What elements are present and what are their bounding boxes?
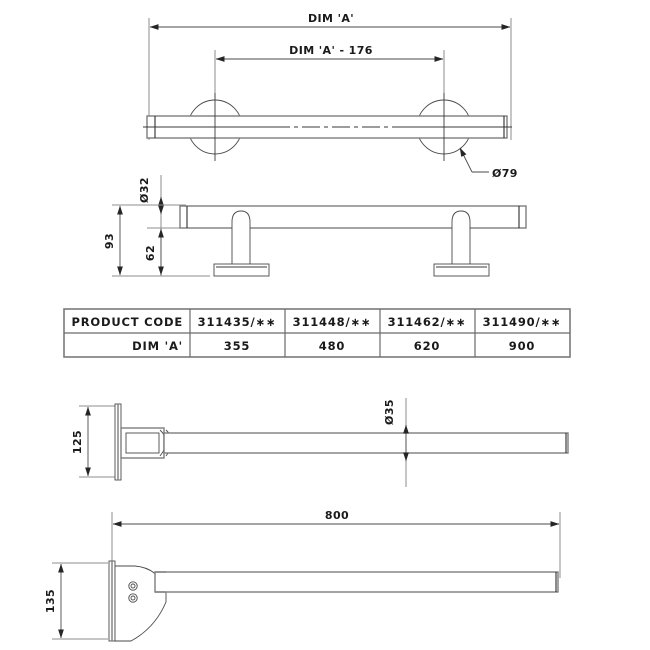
bracket-section-view-group: 125 Ø35 [71, 398, 569, 487]
dim-text-bg-800 [318, 507, 356, 522]
support-post-left [231, 210, 251, 271]
table-cell-code-1: 311435/∗∗ [198, 315, 277, 329]
table-cell-code-3: 311462/∗∗ [388, 315, 467, 329]
support-base-left [213, 263, 270, 277]
table-cell-code-4: 311490/∗∗ [483, 315, 562, 329]
dim-label-height-125: 125 [71, 430, 84, 454]
bracket-gusset-profile [114, 565, 167, 642]
screw-hole-upper-outer [128, 581, 138, 591]
screw-hole-lower-outer [128, 593, 138, 603]
support-base-right [433, 263, 490, 277]
table-cell-dim-1: 355 [224, 339, 250, 353]
plan-view-group: DIM 'A' DIM 'A' - 176 Ø79 [143, 10, 518, 180]
leader-line-flange-dia [459, 147, 473, 173]
dim-label-overall: DIM 'A' [308, 12, 354, 25]
table-row-header-dim-a: DIM 'A' [132, 339, 183, 353]
dim-label-inner: DIM 'A' - 176 [289, 44, 373, 57]
rail-body-section [163, 432, 569, 454]
table-cell-code-2: 311448/∗∗ [293, 315, 372, 329]
table-cell-dim-2: 480 [319, 339, 345, 353]
dim-label-height-135: 135 [44, 589, 57, 613]
support-post-right [451, 210, 471, 271]
elevation-view-group: Ø32 93 62 [103, 175, 527, 277]
bracket-cup-inner [125, 432, 160, 454]
dim-label-flange-dia: Ø79 [492, 167, 518, 180]
dim-text-bg-inner [275, 42, 387, 57]
screw-hole-upper-inner [130, 583, 136, 589]
table-cell-dim-3: 620 [414, 339, 440, 353]
dim-label-rail-dia-35: Ø35 [383, 399, 396, 425]
dim-label-length-800: 800 [325, 509, 349, 522]
rail-body-bracket-elevation [154, 571, 559, 593]
dim-label-rail-dia: Ø32 [138, 177, 151, 203]
bracket-elevation-view-group: 800 135 [44, 507, 561, 642]
table-cell-dim-4: 900 [509, 339, 535, 353]
product-code-table: PRODUCT CODE 311435/∗∗ 311448/∗∗ 311462/… [63, 308, 571, 358]
screw-hole-lower-inner [130, 595, 136, 601]
dim-text-bg-overall [290, 10, 372, 25]
dim-label-height-93: 93 [103, 233, 116, 249]
table-row-header-product-code: PRODUCT CODE [72, 315, 183, 329]
dim-label-height-62: 62 [144, 245, 157, 261]
rail-body-elevation [179, 205, 527, 229]
